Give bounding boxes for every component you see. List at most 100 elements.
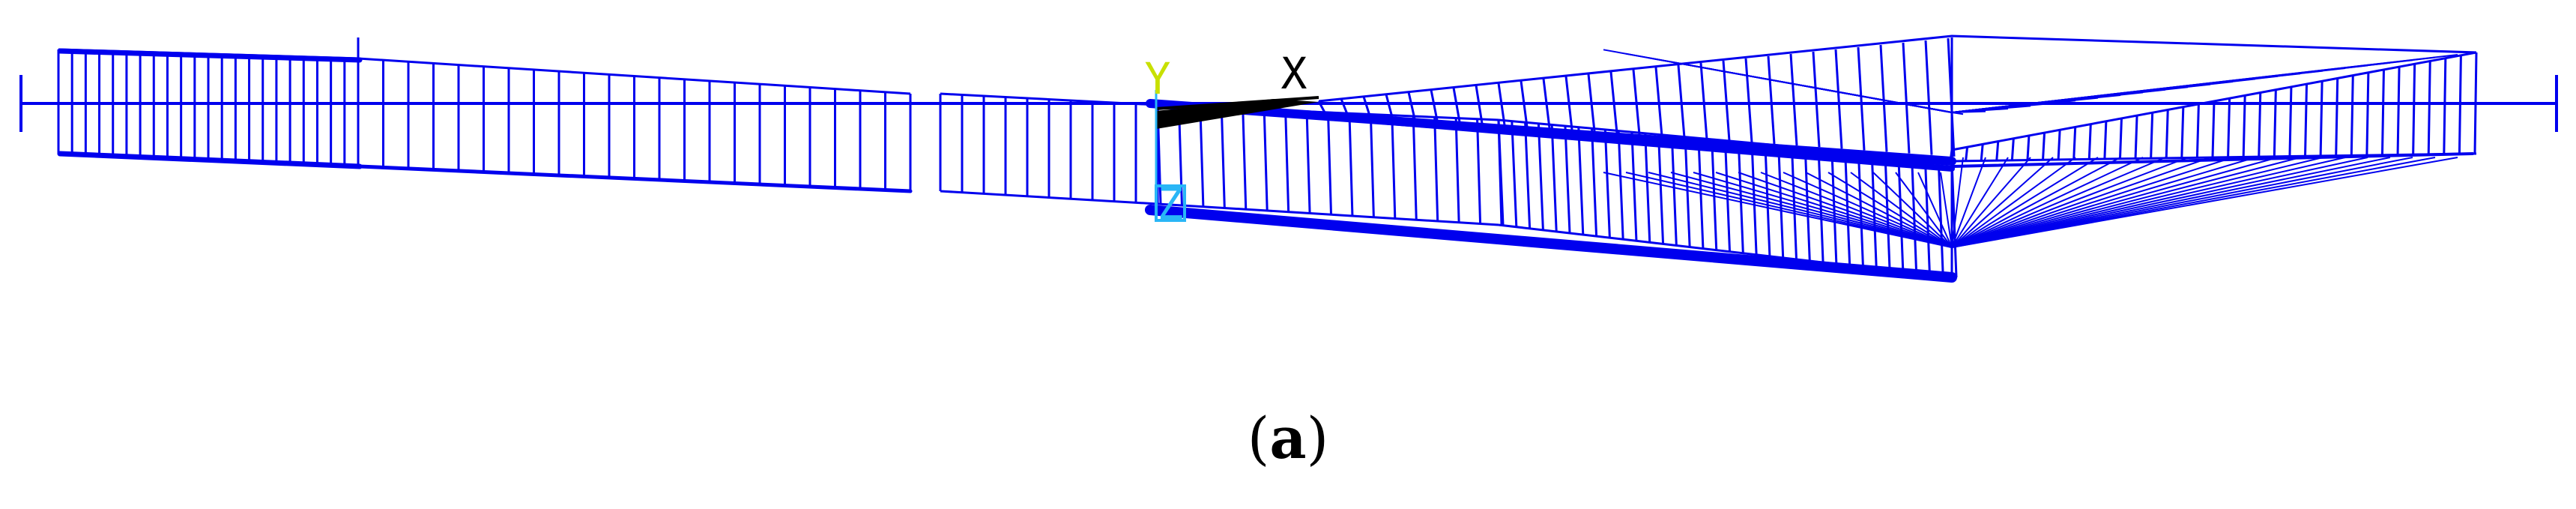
mesh-vertical-line <box>2042 132 2046 160</box>
mesh-vertical-line <box>2026 135 2031 160</box>
upper-fan-line <box>1385 94 1394 118</box>
mesh-vertical-line <box>2134 115 2138 159</box>
mesh-vertical-line <box>1550 124 1558 232</box>
mesh-vertical-line <box>2195 103 2200 158</box>
mesh-vertical-line <box>2165 109 2169 158</box>
mesh-vertical-line <box>2319 81 2323 156</box>
mesh-vertical-line <box>2350 75 2354 156</box>
fan-line <box>1951 157 2368 248</box>
z-axis-label: Z <box>1158 178 1184 229</box>
fan-line <box>1625 172 1953 248</box>
fan-line <box>1951 157 2099 248</box>
fan-line <box>1940 109 1953 113</box>
upper-fan-line <box>1677 64 1686 138</box>
fan-line <box>1715 172 1953 248</box>
mesh-vertical-line <box>1764 144 1771 256</box>
right-beam-segment <box>1497 37 2478 279</box>
mesh-vertical-line <box>1242 108 1248 210</box>
mesh-vertical-line <box>2473 52 2478 154</box>
mesh-vertical-line <box>2150 112 2154 159</box>
upper-fan-line <box>1362 96 1371 116</box>
fan-line <box>1951 157 2189 248</box>
upper-fan-line <box>1609 71 1618 133</box>
fan-line <box>1951 157 2076 248</box>
mesh-vertical-line <box>1577 127 1585 235</box>
upper-fan-line <box>1564 76 1573 130</box>
y-axis-label: Y <box>1145 53 1171 104</box>
highlighted-element <box>1156 99 1319 129</box>
mesh-vertical-line <box>1603 129 1611 238</box>
mesh-vertical-line <box>1923 158 1931 274</box>
fan-line <box>1951 157 2458 248</box>
mesh-vertical-line <box>1995 141 2000 161</box>
mesh-vertical-line <box>2288 86 2293 157</box>
mesh-vertical-line <box>1391 115 1397 219</box>
upper-fan-line <box>1902 42 1911 154</box>
fan-line <box>1951 157 2144 248</box>
upper-fan-line <box>1340 98 1349 115</box>
mesh-vertical-line <box>1911 157 1918 273</box>
fan-line <box>1951 157 2234 248</box>
fan-line <box>1827 172 1953 248</box>
mesh-vertical-line <box>2365 72 2370 156</box>
fan-line <box>1951 157 1986 248</box>
mesh-vertical-line <box>2072 127 2077 160</box>
mesh-vertical-line <box>1803 148 1811 261</box>
fan-line <box>1951 157 2256 248</box>
upper-fan-line <box>1722 60 1731 141</box>
upper-fan-line <box>1407 91 1416 119</box>
mesh-vertical-line <box>1511 121 1518 227</box>
fan-line <box>1940 172 1953 248</box>
mesh-vertical-line <box>1737 142 1744 253</box>
mesh-vertical-line <box>1684 136 1691 247</box>
upper-fan-line <box>1452 87 1461 122</box>
fan-line <box>1738 172 1953 248</box>
upper-fan-line <box>1947 37 1956 157</box>
fan-line <box>1951 157 2279 248</box>
mesh-vertical-line <box>1617 130 1624 239</box>
mesh-vertical-line <box>2103 121 2108 160</box>
fan-line <box>1917 172 1953 248</box>
upper-fan-line <box>1654 67 1663 136</box>
mesh-vertical-line <box>1884 154 1891 270</box>
left-beam-segment <box>57 37 912 193</box>
upper-fan-line <box>1587 73 1596 132</box>
fan-line <box>1603 172 1953 248</box>
fan-line <box>1670 172 1953 248</box>
mesh-vertical-line <box>1591 128 1598 236</box>
mesh-vertical-line <box>1897 156 1905 271</box>
mesh-vertical-line <box>1524 122 1532 229</box>
mesh-vertical-line <box>1711 139 1718 250</box>
mesh-vertical-line <box>1305 111 1311 214</box>
mesh-vertical-line <box>1454 118 1460 223</box>
caption-open-paren: ( <box>1247 405 1270 472</box>
mesh-vertical-line <box>1670 135 1678 245</box>
mesh-vertical-line <box>1327 112 1332 215</box>
upper-fan-line <box>1520 80 1529 127</box>
mesh-vertical-line <box>2443 58 2447 154</box>
mesh-bottom-edge <box>1157 202 1499 226</box>
upper-fan-line <box>1767 55 1776 145</box>
upper-fan-line <box>1430 89 1439 121</box>
fan-line <box>1951 157 2211 248</box>
mesh-vertical-line <box>1564 126 1571 233</box>
fan-lines <box>1603 49 2458 248</box>
fan-line <box>1872 172 1953 248</box>
upper-fan-line <box>1317 100 1326 113</box>
mesh-vertical-line <box>1220 107 1226 208</box>
upper-fan-line <box>1812 51 1821 148</box>
mesh-vertical-line <box>1965 147 1969 161</box>
caption-close-paren: ) <box>1306 405 1329 472</box>
fan-line <box>1693 172 1953 248</box>
upper-fan-line <box>1879 44 1888 152</box>
coordinate-triad: Y X Z <box>1145 48 1307 229</box>
mesh-vertical-line <box>2273 89 2277 157</box>
mesh-vertical-line <box>2396 67 2401 155</box>
fan-line <box>1951 157 2031 248</box>
mesh-vertical-line <box>1830 150 1838 264</box>
mesh-vertical-line <box>1937 160 1944 276</box>
caption-letter: a <box>1269 405 1307 472</box>
upper-fan-line <box>1857 46 1866 151</box>
upper-fan-line <box>1475 85 1484 124</box>
